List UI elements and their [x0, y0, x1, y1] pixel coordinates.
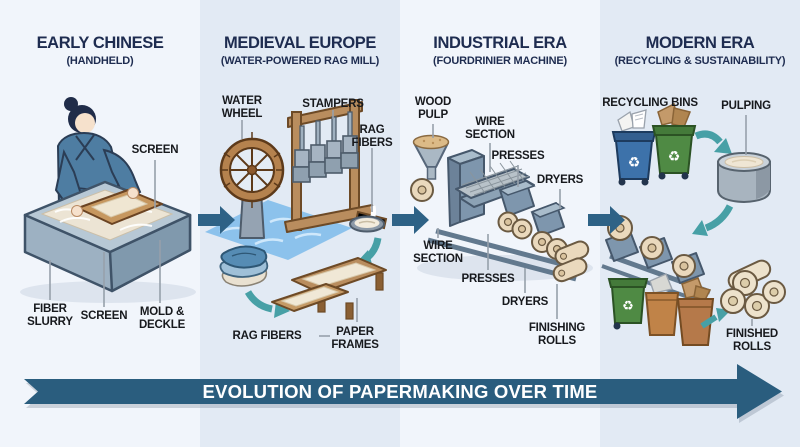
- leader-lines: [241, 110, 373, 337]
- rag-fiber-bowl: [349, 205, 385, 233]
- label-rag-fibers-top: RAG FIBERS: [351, 124, 393, 149]
- panel-title: MEDIEVAL EUROPE: [224, 34, 376, 52]
- water-wheel: [219, 132, 285, 208]
- label-paper-frames: PAPER FRAMES: [331, 326, 379, 351]
- flow-arrow-bins-to-pulping: [694, 130, 732, 154]
- panel-subtitle: (WATER-POWERED RAG MILL): [220, 55, 380, 68]
- label-finishing-rolls: FINISHING ROLLS: [528, 322, 586, 347]
- left-hand: [71, 205, 83, 217]
- waste-bin-tan-2: [676, 277, 715, 346]
- pulping-vat: [717, 152, 771, 204]
- recycled-paper-machine: [601, 215, 711, 304]
- panel-subtitle: (FOURDRINIER MACHINE): [433, 55, 567, 68]
- label-screen-bottom: SCREEN: [80, 310, 128, 322]
- leader-lines: [432, 124, 561, 319]
- leader-lines: [745, 115, 753, 326]
- panel-title: INDUSTRIAL ERA: [433, 34, 567, 52]
- paper-frames: [271, 257, 387, 320]
- vat-shadow: [20, 281, 196, 303]
- recycle-icon: ♻: [622, 298, 634, 313]
- early-chinese-illustration: [20, 97, 196, 307]
- panel-subtitle: (HANDHELD): [66, 55, 134, 68]
- label-dryers-top: DRYERS: [536, 174, 584, 186]
- flow-arrow-pulping-to-machine: [692, 204, 734, 236]
- label-pulping: PULPING: [721, 100, 771, 112]
- stampers: [292, 111, 359, 183]
- label-fiber-slurry: FIBER SLURRY: [27, 303, 73, 328]
- label-rag-fibers-bottom: RAG FIBERS: [232, 330, 302, 342]
- dryer-section: [530, 202, 568, 260]
- leader-lines: [49, 160, 161, 307]
- panel-title: MODERN ERA: [645, 34, 755, 52]
- right-hand: [127, 187, 139, 199]
- label-dryers-bottom: DRYERS: [501, 296, 549, 308]
- breast-roll: [410, 178, 434, 202]
- label-wire-section-bottom: WIRE SECTION: [413, 240, 463, 265]
- rag-pile: [219, 245, 269, 287]
- modern-era-illustration: ♻ ♻: [601, 102, 786, 346]
- panel-subtitle: (RECYCLING & SUSTAINABILITY): [614, 55, 786, 68]
- panel-early-chinese-header: EARLY CHINESE (HANDHELD): [0, 34, 200, 67]
- press-section: [497, 180, 536, 240]
- label-screen-top: SCREEN: [131, 144, 179, 156]
- mold-and-deckle-frame: [77, 189, 163, 225]
- recycling-bin-blue: ♻: [611, 109, 657, 186]
- industrial-era-illustration: [410, 124, 593, 319]
- recycle-icon: ♻: [668, 148, 681, 164]
- medieval-europe-illustration: [205, 99, 388, 337]
- label-water-wheel: WATER WHEEL: [221, 95, 263, 120]
- label-mold-deckle: MOLD & DECKLE: [138, 306, 186, 331]
- wood-pulp-funnel: [412, 134, 450, 180]
- label-wood-pulp: WOOD PULP: [414, 96, 452, 121]
- recycle-icon: ♻: [628, 154, 641, 170]
- recycling-bin-green: ♻: [651, 102, 697, 180]
- waste-bin-green: ♻: [607, 278, 649, 330]
- waste-bin-tan-1: [644, 273, 680, 336]
- label-presses-bottom: PRESSES: [461, 273, 515, 285]
- panel-modern-era-header: MODERN ERA (RECYCLING & SUSTAINABILITY): [600, 34, 800, 67]
- banner-title: EVOLUTION OF PAPERMAKING OVER TIME: [202, 381, 598, 402]
- label-recycling-bins: RECYCLING BINS: [602, 97, 698, 109]
- panel-title: EARLY CHINESE: [36, 34, 164, 52]
- panel-medieval-europe-header: MEDIEVAL EUROPE (WATER-POWERED RAG MILL): [200, 34, 400, 67]
- label-presses-top: PRESSES: [491, 150, 545, 162]
- panel-industrial-era-header: INDUSTRIAL ERA (FOURDRINIER MACHINE): [400, 34, 600, 67]
- finishing-rolls: [552, 240, 590, 283]
- label-finished-rolls: FINISHED ROLLS: [725, 328, 779, 353]
- label-stampers: STAMPERS: [302, 98, 364, 110]
- finished-rolls: [720, 259, 786, 319]
- label-wire-section-top: WIRE SECTION: [465, 116, 515, 141]
